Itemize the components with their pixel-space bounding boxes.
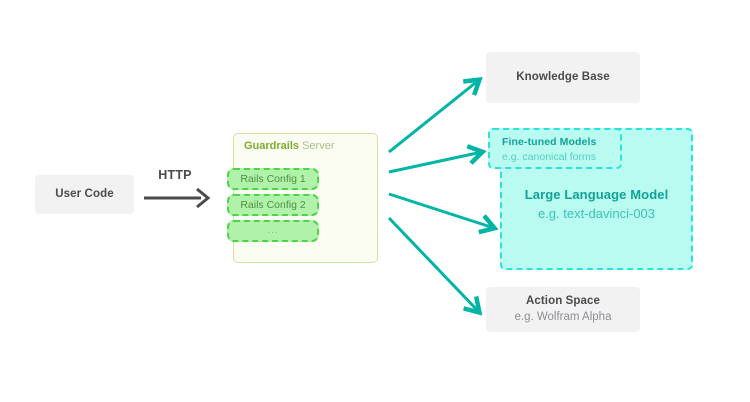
http-arrow-icon <box>144 187 211 209</box>
guardrails-server-node: Guardrails Server Rails Config 1 Rails C… <box>227 133 378 263</box>
rails-config-item-more[interactable]: ... <box>227 220 319 242</box>
action-space-node: Action Space e.g. Wolfram Alpha <box>486 287 640 332</box>
guardrails-title-strong: Guardrails <box>244 140 300 152</box>
large-language-model-title: Large Language Model <box>524 187 669 202</box>
guardrails-title-light: Server <box>299 140 335 152</box>
user-code-node: User Code <box>35 175 134 214</box>
large-language-model-text: Large Language Model e.g. text-davinci-0… <box>502 186 691 224</box>
http-connector: HTTP <box>143 168 218 213</box>
fine-tuned-models-node: Fine-tuned Models e.g. canonical forms <box>488 128 622 169</box>
user-code-label: User Code <box>55 187 114 200</box>
knowledge-base-node: Knowledge Base <box>486 52 640 103</box>
action-space-subtitle: e.g. Wolfram Alpha <box>514 310 612 323</box>
rails-config-list: Rails Config 1 Rails Config 2 ... <box>227 168 319 246</box>
rails-config-item[interactable]: Rails Config 1 <box>227 168 319 190</box>
guardrails-server-title: Guardrails Server <box>244 140 335 152</box>
fine-tuned-models-subtitle: e.g. canonical forms <box>502 151 596 164</box>
arrow-to-fine-tuned-models <box>388 152 482 174</box>
action-space-title: Action Space <box>525 294 601 307</box>
arrow-to-action-space <box>387 216 479 312</box>
rails-config-item[interactable]: Rails Config 2 <box>227 194 319 216</box>
knowledge-base-title: Knowledge Base <box>516 70 610 83</box>
arrow-to-large-language-model <box>388 192 494 228</box>
http-label: HTTP <box>158 168 192 182</box>
fine-tuned-models-title: Fine-tuned Models <box>502 136 597 148</box>
arrow-to-knowledge-base <box>388 80 479 154</box>
large-language-model-subtitle: e.g. text-davinci-003 <box>537 205 656 221</box>
